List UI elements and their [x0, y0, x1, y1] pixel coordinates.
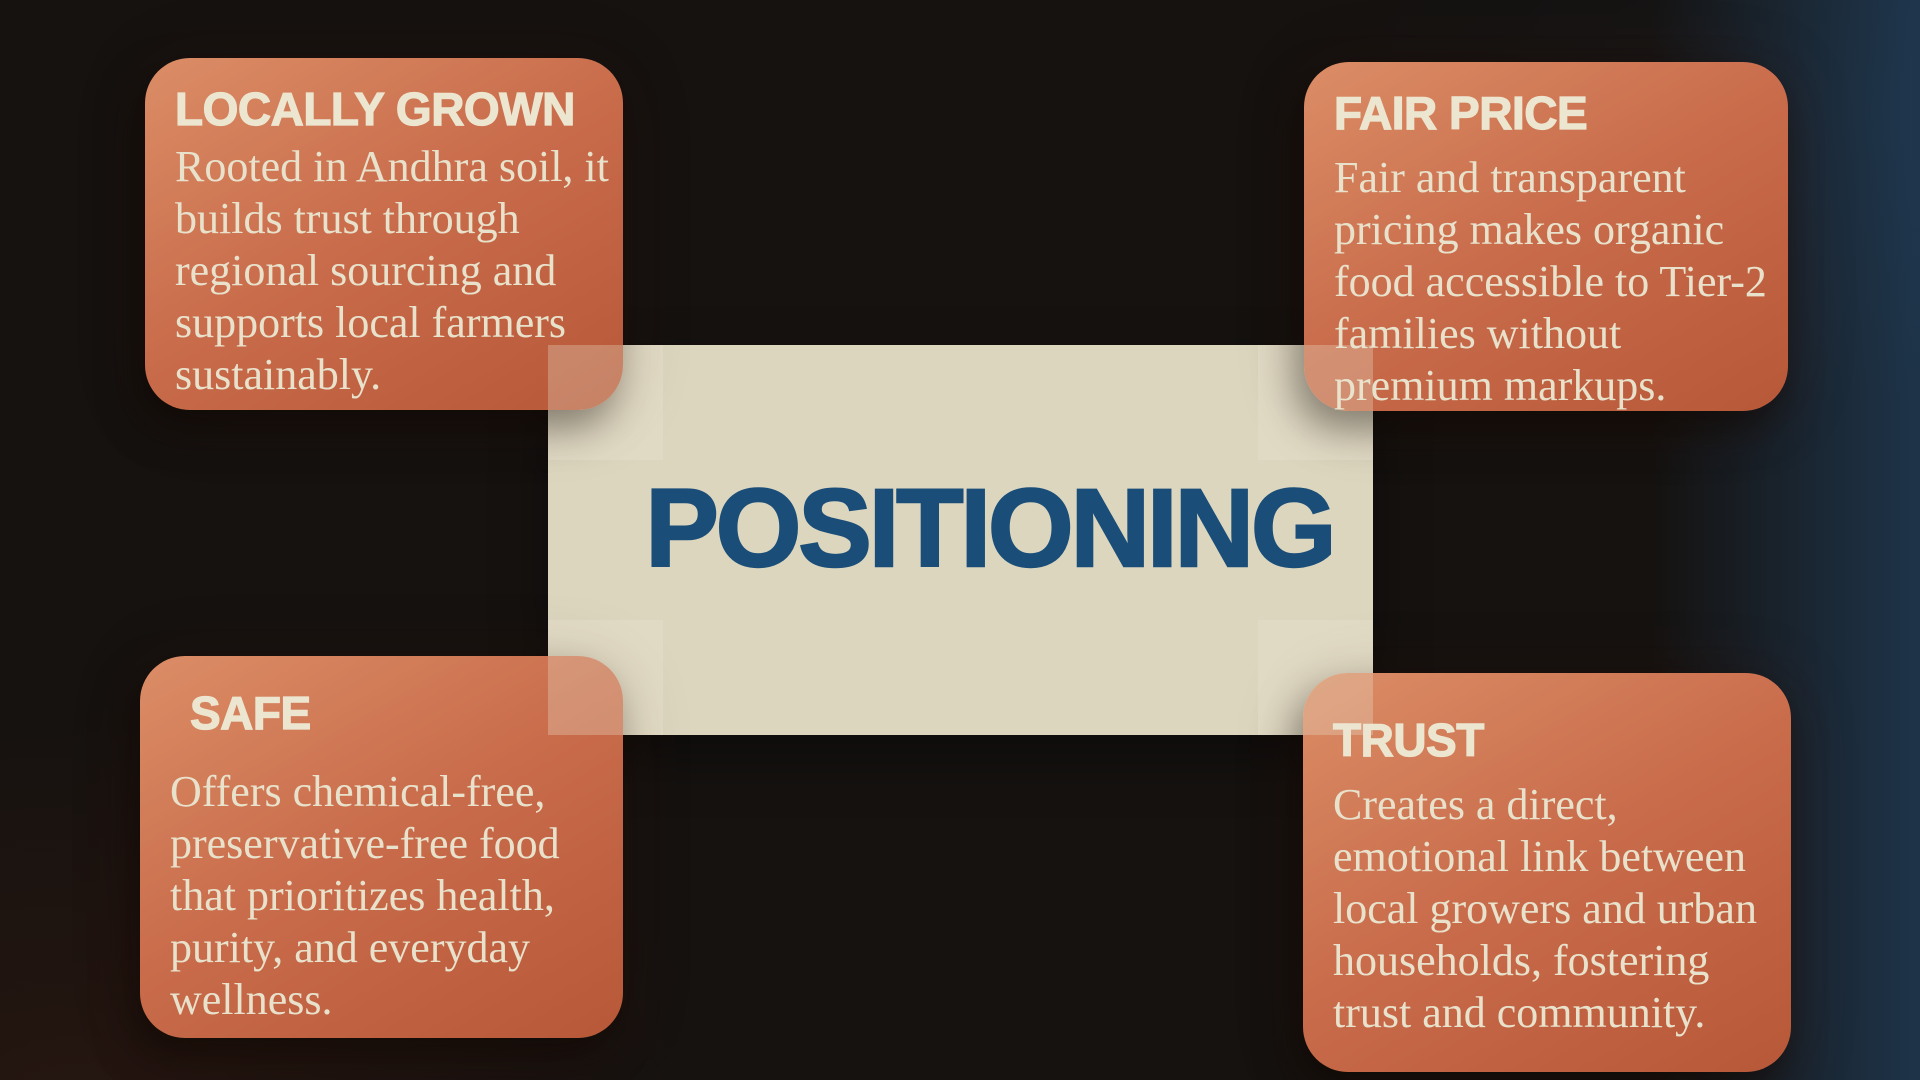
- corner-accent-square-bottom-left: [548, 620, 663, 735]
- corner-accent-square-bottom-right: [1258, 620, 1373, 735]
- card-fair-price-title: FAIR PRICE: [1333, 86, 1588, 139]
- positioning-title: POSITIONING: [644, 465, 1338, 591]
- card-safe: SAFE Offers chemical-free, preservative-…: [140, 656, 623, 1038]
- card-fair-price-body: Fair and transparent pricing makes organ…: [1334, 153, 1767, 410]
- card-safe-title: SAFE: [189, 686, 311, 739]
- corner-accent-square-top-right: [1258, 345, 1373, 460]
- card-trust: TRUST Creates a direct, emotional link b…: [1303, 673, 1791, 1072]
- card-trust-body: Creates a direct, emotional link between…: [1333, 780, 1757, 1037]
- card-fair-price: FAIR PRICE Fair and transparent pricing …: [1304, 62, 1788, 411]
- card-locally-grown: LOCALLY GROWN Rooted in Andhra soil, it …: [145, 58, 623, 410]
- positioning-box: POSITIONING: [548, 345, 1373, 735]
- card-trust-title: TRUST: [1332, 713, 1485, 766]
- corner-accent-square-top-left: [548, 345, 663, 460]
- card-safe-body: Offers chemical-free, preservative-free …: [170, 767, 560, 1024]
- card-locally-grown-title: LOCALLY GROWN: [174, 82, 576, 135]
- card-locally-grown-body: Rooted in Andhra soil, it builds trust t…: [175, 142, 609, 399]
